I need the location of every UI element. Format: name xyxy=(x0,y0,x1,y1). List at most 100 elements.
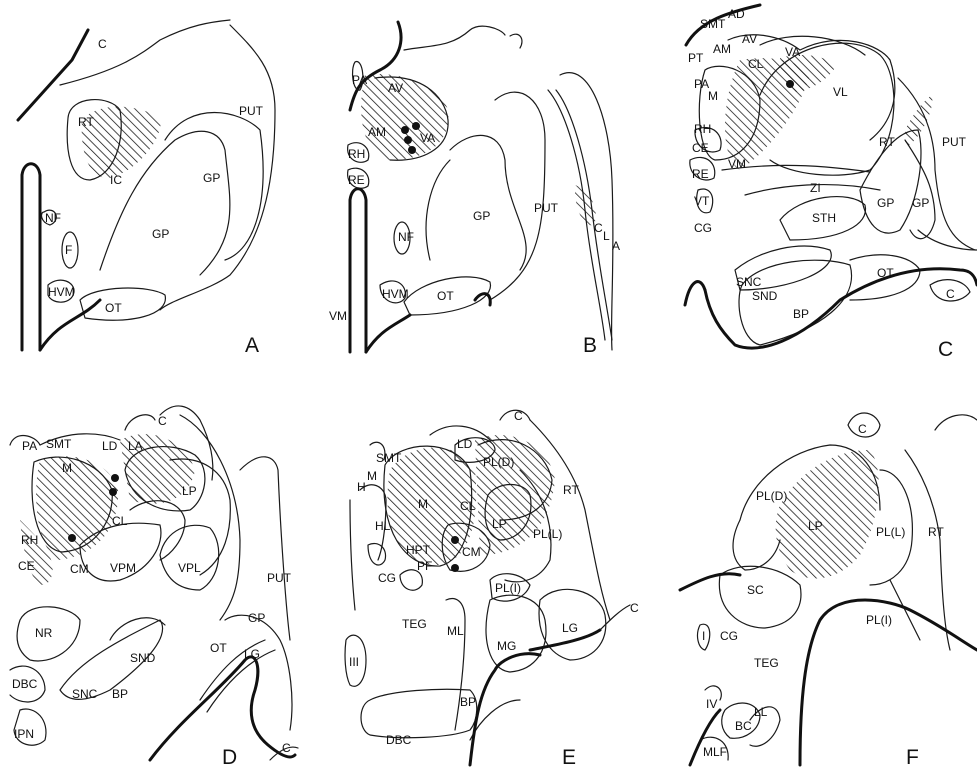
panel-c-label-27: BP xyxy=(793,307,809,321)
panel-e-label-3: LD xyxy=(457,437,473,451)
panel-d-label-22: BP xyxy=(112,687,128,701)
panel-a-label-1: C xyxy=(98,37,107,51)
panel-e-label-5: H xyxy=(357,480,366,494)
panel-c-label-5: PT xyxy=(688,51,704,65)
panel-b-label-2: AV xyxy=(388,81,403,95)
panel-f-label-8: I xyxy=(702,629,705,643)
panel-e: C SMT LD PL(D) H M CL RT M HL LP PL(L) H… xyxy=(345,409,639,769)
panel-f-label-3: LP xyxy=(808,519,823,533)
panel-f-letter: F xyxy=(906,746,919,769)
panel-c-label-23: SNC xyxy=(736,275,762,289)
panel-b-letter: B xyxy=(583,334,597,357)
panel-b-label-13: C xyxy=(594,221,603,235)
panel-a: C RT IC GP PUT GP NF F HVM OT A xyxy=(18,20,275,357)
panel-f-label-1: C xyxy=(858,422,867,436)
panel-d-label-5: C xyxy=(158,414,167,428)
panel-c-label-18: VT xyxy=(694,194,710,208)
panel-c-label-9: M xyxy=(708,89,718,103)
panel-b-label-1: PA xyxy=(352,73,367,87)
panel-a-label-10: OT xyxy=(105,301,122,315)
panel-c-label-6: PA xyxy=(694,77,709,91)
panel-c-label-12: CE xyxy=(692,141,709,155)
panel-d-label-17: OT xyxy=(210,641,227,655)
panel-b-label-15: A xyxy=(612,239,620,253)
panel-e-label-21: C xyxy=(630,601,639,615)
panel-a-label-2: RT xyxy=(78,115,94,129)
panel-e-label-2: SMT xyxy=(376,451,402,465)
panel-c-label-25: OT xyxy=(877,266,894,280)
panel-d-label-2: SMT xyxy=(46,437,72,451)
panel-d-letter: D xyxy=(222,746,237,769)
panel-c-label-14: RE xyxy=(692,167,709,181)
panel-b-label-10: HVM xyxy=(382,287,409,301)
panel-d-label-21: SNC xyxy=(72,687,98,701)
panel-e-label-13: HPT xyxy=(406,543,431,557)
panel-f-label-6: SC xyxy=(747,583,764,597)
panel-c-label-22: CG xyxy=(694,221,712,235)
panel-a-label-6: GP xyxy=(152,227,169,241)
panel-c-label-16: PUT xyxy=(942,135,967,149)
panel-d-label-24: IPN xyxy=(14,727,34,741)
panel-d-label-14: PUT xyxy=(267,571,292,585)
panel-c-label-3: AV xyxy=(742,32,757,46)
panel-c-letter: C xyxy=(938,338,953,361)
panel-a-label-8: F xyxy=(65,243,72,257)
panel-c-markers xyxy=(786,80,794,88)
panel-b: PA AV AM VA RH RE PUT GP NF HVM OT VM C … xyxy=(329,22,620,357)
panel-e-label-18: TEG xyxy=(402,617,427,631)
panel-d-label-11: CM xyxy=(70,562,89,576)
panel-c-label-20: GP xyxy=(912,196,929,210)
panel-c-label-7: CL xyxy=(748,57,764,71)
panel-c-label-1: SMT xyxy=(700,17,726,31)
panel-c-label-21: STH xyxy=(812,211,836,225)
panel-f: C PL(D) LP PL(L) RT SC PL(I) I CG TEG IV… xyxy=(680,413,977,769)
panel-d-label-16: NR xyxy=(35,626,53,640)
panel-f-label-14: MLF xyxy=(703,745,727,759)
panel-c-label-13: VM xyxy=(728,157,746,171)
panel-a-letter: A xyxy=(245,334,259,357)
panel-b-label-9: NF xyxy=(398,230,414,244)
panel-e-label-25: DBC xyxy=(386,733,412,747)
panel-e-label-6: M xyxy=(367,469,377,483)
panel-c-label-2: AD xyxy=(728,7,745,21)
panel-d-label-18: LG xyxy=(244,647,260,661)
panel-f-label-11: IV xyxy=(706,697,717,711)
panel-b-label-4: VA xyxy=(420,131,435,145)
panel-b-label-5: RH xyxy=(348,147,365,161)
panel-d-label-8: CL xyxy=(112,514,128,528)
panel-d-label-7: LP xyxy=(182,484,197,498)
panel-c-label-10: VL xyxy=(833,85,848,99)
panel-e-label-15: PF xyxy=(417,559,432,573)
panel-d-label-19: SND xyxy=(130,651,156,665)
panel-e-label-4: PL(D) xyxy=(483,455,514,469)
panel-e-label-22: MG xyxy=(497,639,516,653)
panel-c-label-24: SND xyxy=(752,289,778,303)
panel-e-label-1: C xyxy=(514,409,523,423)
panel-b-label-11: OT xyxy=(437,289,454,303)
panel-e-label-11: LP xyxy=(492,517,507,531)
panel-a-label-4: GP xyxy=(203,171,220,185)
panel-f-label-9: CG xyxy=(720,629,738,643)
panel-e-label-9: M xyxy=(418,497,428,511)
panel-e-label-17: PL(I) xyxy=(495,581,521,595)
panel-a-label-9: HVM xyxy=(48,285,75,299)
panel-e-label-7: CL xyxy=(460,499,476,513)
panel-b-label-7: PUT xyxy=(534,201,559,215)
panel-d-label-6: M xyxy=(62,461,72,475)
panel-b-label-8: GP xyxy=(473,209,490,223)
panel-d-label-10: CE xyxy=(18,559,35,573)
panel-e-label-20: LG xyxy=(562,621,578,635)
panel-c-label-19: GP xyxy=(877,196,894,210)
panel-d-label-3: LD xyxy=(102,439,118,453)
panel-c: SMT AD AV AM PT PA CL VA M VL RH CE VM R… xyxy=(685,5,977,361)
panel-e-label-8: RT xyxy=(563,483,579,497)
panel-f-label-12: BC xyxy=(735,719,752,733)
panel-f-label-5: RT xyxy=(928,525,944,539)
panel-e-label-16: CG xyxy=(378,571,396,585)
panel-f-label-7: PL(I) xyxy=(866,613,892,627)
panel-f-label-13: LL xyxy=(754,705,768,719)
panel-e-label-14: CM xyxy=(462,545,481,559)
panel-b-label-12: VM xyxy=(329,309,347,323)
panel-e-label-24: BP xyxy=(460,695,476,709)
panel-f-label-4: PL(L) xyxy=(876,525,905,539)
